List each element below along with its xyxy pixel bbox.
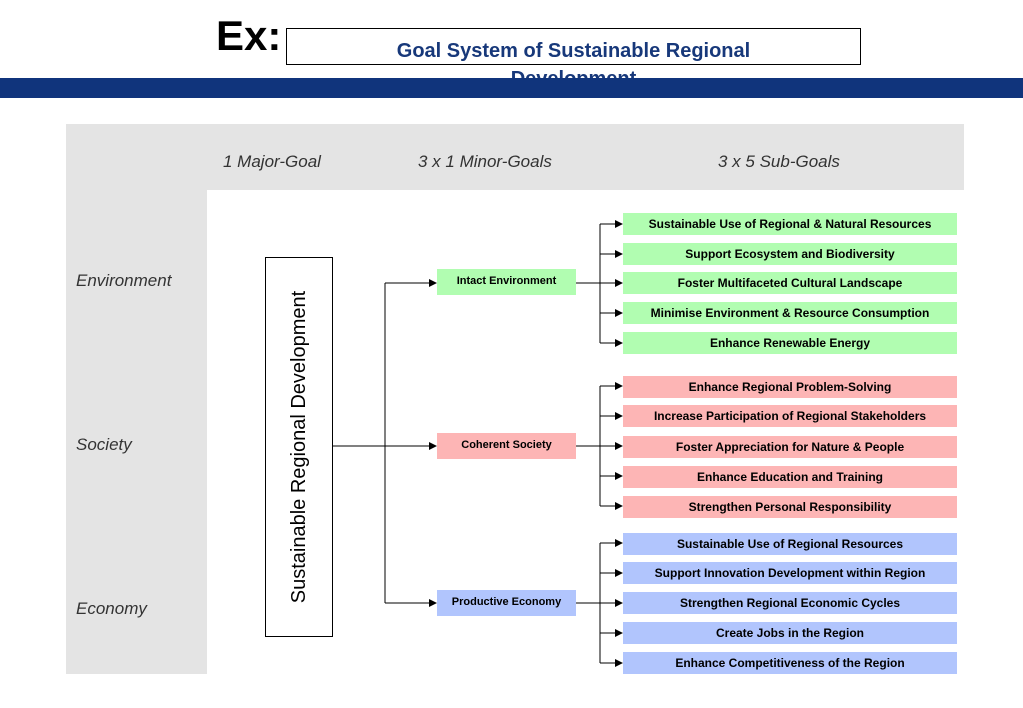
dimension-label-economy: Economy (76, 599, 147, 618)
sub-goal-society-2: Increase Participation of Regional Stake… (623, 405, 957, 427)
major-goal-box: Sustainable Regional Development (265, 257, 333, 637)
sub-goal-environment-2: Support Ecosystem and Biodiversity (623, 243, 957, 265)
dimension-side-band (66, 190, 207, 674)
column-header-major: 1 Major-Goal (223, 152, 321, 171)
sub-goal-environment-4: Minimise Environment & Resource Consumpt… (623, 302, 957, 324)
sub-goal-economy-4: Create Jobs in the Region (623, 622, 957, 644)
title-box: Goal System of Sustainable Regional Deve… (286, 28, 861, 90)
major-goal-label: Sustainable Regional Development (288, 290, 310, 604)
sub-goal-environment-5: Enhance Renewable Energy (623, 332, 957, 354)
sub-goal-society-4: Enhance Education and Training (623, 466, 957, 488)
minor-goal-environment: Intact Environment (437, 269, 576, 295)
sub-goal-economy-5: Enhance Competitiveness of the Region (623, 652, 957, 674)
dimension-label-society: Society (76, 435, 132, 454)
sub-goal-economy-1: Sustainable Use of Regional Resources (623, 533, 957, 555)
sub-goal-economy-2: Support Innovation Development within Re… (623, 562, 957, 584)
sub-goal-economy-3: Strengthen Regional Economic Cycles (623, 592, 957, 614)
sub-goal-society-3: Foster Appreciation for Nature & People (623, 436, 957, 458)
sub-goal-environment-1: Sustainable Use of Regional & Natural Re… (623, 213, 957, 235)
column-header-sub: 3 x 5 Sub-Goals (718, 152, 840, 171)
header-bar (0, 78, 1023, 98)
dimension-label-environment: Environment (76, 271, 172, 290)
minor-goal-society: Coherent Society (437, 433, 576, 459)
example-label: Ex: (216, 12, 282, 59)
sub-goal-society-1: Enhance Regional Problem-Solving (623, 376, 957, 398)
sub-goal-environment-3: Foster Multifaceted Cultural Landscape (623, 272, 957, 294)
sub-goal-society-5: Strengthen Personal Responsibility (623, 496, 957, 518)
column-header-band (66, 124, 964, 190)
minor-goal-economy: Productive Economy (437, 590, 576, 616)
column-header-minor: 3 x 1 Minor-Goals (418, 152, 552, 171)
